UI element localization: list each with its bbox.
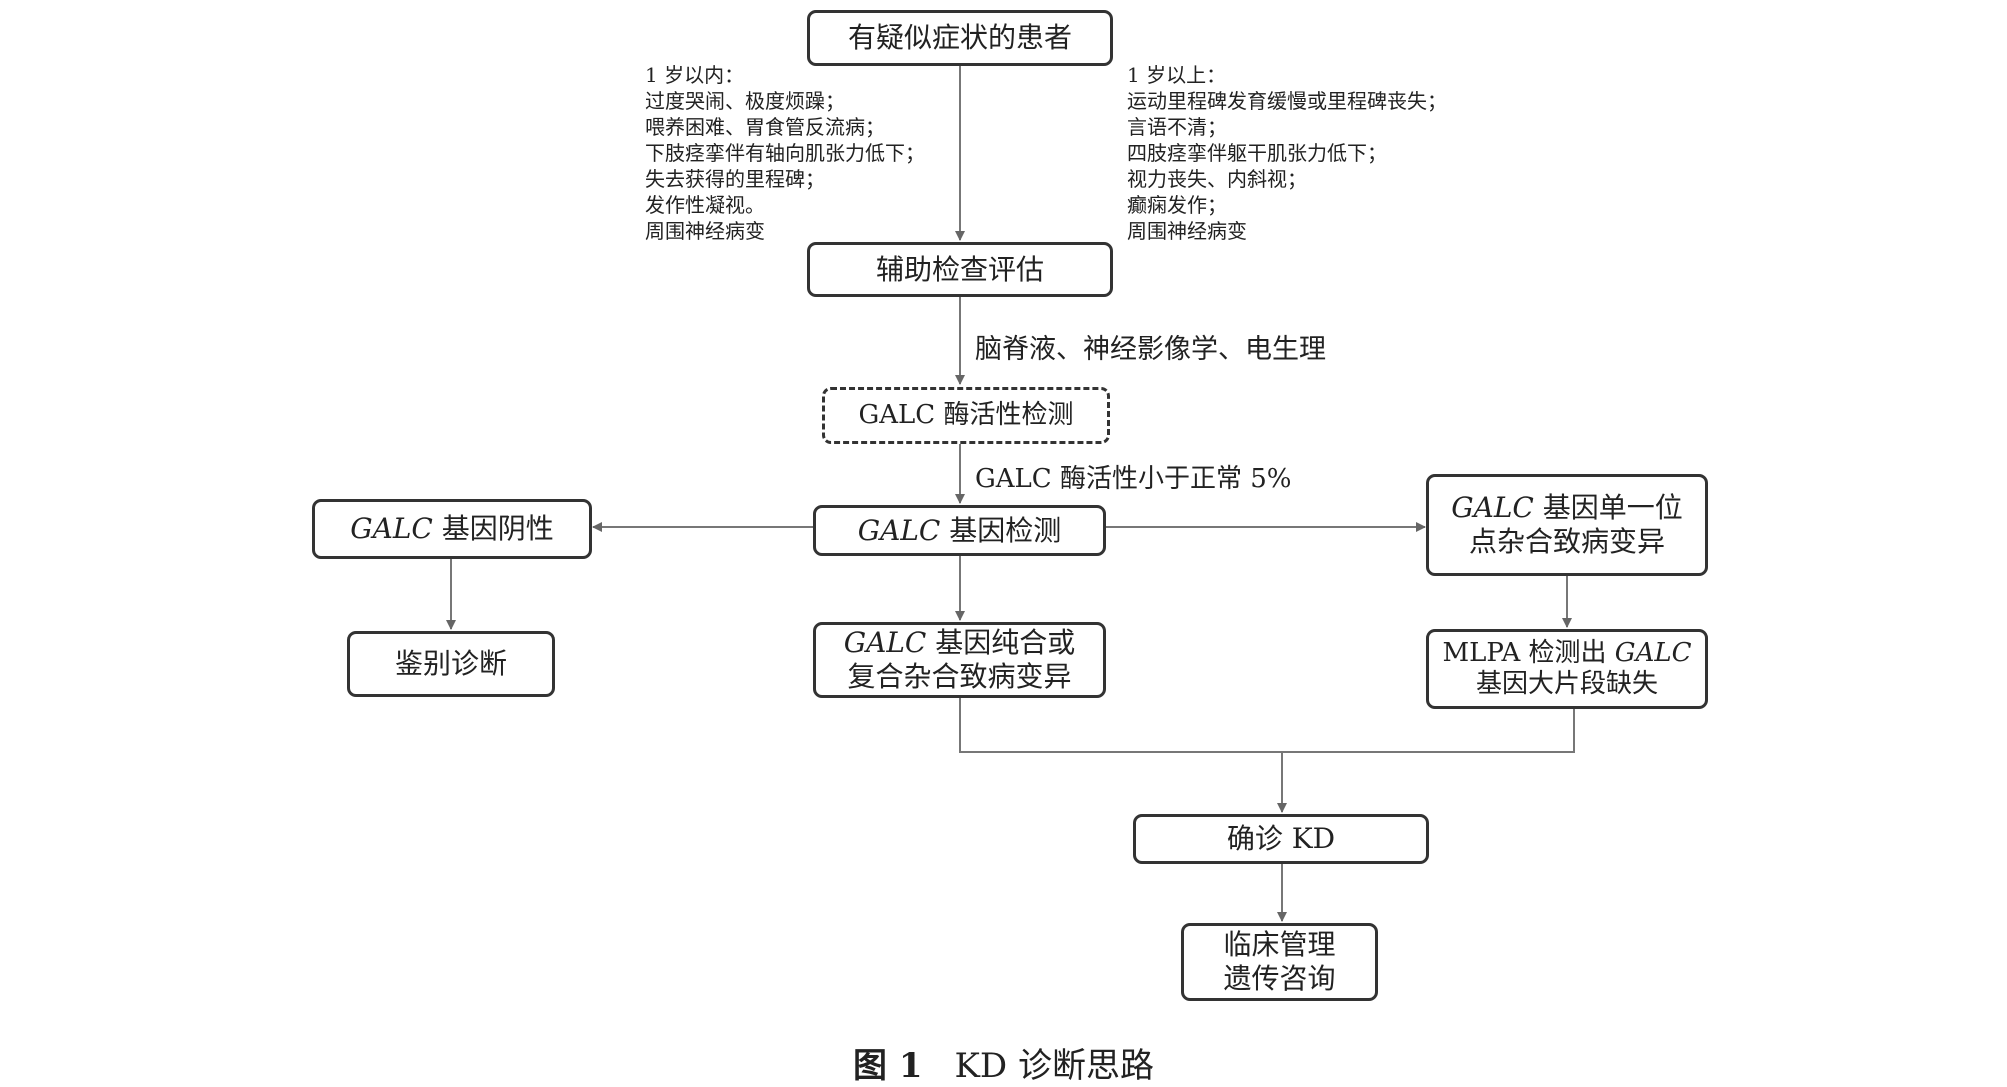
node-galc-gene-negative: GALC 基因阴性 xyxy=(312,499,592,559)
node-text: 辅助检查评估 xyxy=(875,252,1044,286)
merge-line xyxy=(959,698,1575,753)
node-line-1: GALC 基因单一位 xyxy=(1451,491,1683,525)
notes-under-1-year: 1 岁以内： 过度哭闹、极度烦躁； 喂养困难、胃食管反流病； 下肢痉挛伴有轴向肌… xyxy=(645,62,925,244)
node-text-pre: MLPA 检测出 xyxy=(1442,637,1615,668)
note-line: 运动里程碑发育缓慢或里程碑丧失； xyxy=(1127,89,1447,113)
node-line-2: 基因大片段缺失 xyxy=(1475,669,1658,699)
gene-name: GALC xyxy=(350,512,433,546)
note-line: 视力丧失、内斜视； xyxy=(1127,167,1307,191)
node-line-1: MLPA 检测出 GALC xyxy=(1442,638,1691,669)
node-auxiliary-exam: 辅助检查评估 xyxy=(807,242,1113,297)
node-text: 确诊 KD xyxy=(1226,822,1336,856)
note-line: 周围神经病变 xyxy=(1127,219,1247,243)
node-mlpa-large-deletion: MLPA 检测出 GALC 基因大片段缺失 xyxy=(1426,629,1708,709)
note-line: 失去获得的里程碑； xyxy=(645,167,825,191)
note-line: 喂养困难、胃食管反流病； xyxy=(645,115,885,139)
gene-name: GALC xyxy=(1614,637,1692,668)
node-line-2: 点杂合致病变异 xyxy=(1468,525,1665,558)
node-clinical-management: 临床管理 遗传咨询 xyxy=(1181,923,1378,1001)
node-text: GALC 酶活性检测 xyxy=(858,399,1074,430)
notes-over-1-year: 1 岁以上： 运动里程碑发育缓慢或里程碑丧失； 言语不清； 四肢痉挛伴躯干肌张力… xyxy=(1127,62,1447,244)
gene-name: GALC xyxy=(1451,491,1534,525)
edge-label-aux-to-enzyme: 脑脊液、神经影像学、电生理 xyxy=(975,334,1326,365)
node-line-1: GALC 基因纯合或 xyxy=(844,626,1076,660)
node-line-2: 遗传咨询 xyxy=(1223,962,1336,995)
node-line-1: 临床管理 xyxy=(1223,928,1336,962)
edge-label-enzyme-to-gene: GALC 酶活性小于正常 5% xyxy=(975,464,1292,494)
node-text: GALC 基因检测 xyxy=(858,514,1062,548)
node-text: 鉴别诊断 xyxy=(394,647,507,681)
node-confirm-kd: 确诊 KD xyxy=(1133,814,1429,864)
node-text: 有疑似症状的患者 xyxy=(847,21,1072,55)
gene-name: GALC xyxy=(857,513,941,547)
gene-name: GALC xyxy=(843,626,927,660)
note-line: 1 岁以上： xyxy=(1127,63,1227,87)
node-line-2: 复合杂合致病变异 xyxy=(847,660,1072,693)
node-text: GALC 基因阴性 xyxy=(350,512,554,546)
node-text-rest: 基因检测 xyxy=(940,513,1062,547)
node-suspected-patients: 有疑似症状的患者 xyxy=(807,10,1113,66)
node-galc-enzyme-test: GALC 酶活性检测 xyxy=(822,387,1110,444)
note-line: 言语不清； xyxy=(1127,115,1227,139)
note-line: 癫痫发作； xyxy=(1127,193,1227,217)
node-homozygous-variant: GALC 基因纯合或 复合杂合致病变异 xyxy=(813,622,1106,698)
figure-title: KD 诊断思路 xyxy=(954,1046,1154,1086)
note-line: 1 岁以内： xyxy=(645,63,745,87)
note-line: 四肢痉挛伴躯干肌张力低下； xyxy=(1127,141,1387,165)
note-line: 过度哭闹、极度烦躁； xyxy=(645,89,845,113)
figure-number: 图 1 xyxy=(853,1046,923,1086)
note-line: 下肢痉挛伴有轴向肌张力低下； xyxy=(645,141,925,165)
node-text-rest: 基因阴性 xyxy=(432,512,554,546)
node-galc-gene-test: GALC 基因检测 xyxy=(813,505,1106,556)
note-line: 周围神经病变 xyxy=(645,219,765,243)
node-text-rest: 基因单一位 xyxy=(1533,491,1683,525)
node-single-heterozygous-variant: GALC 基因单一位 点杂合致病变异 xyxy=(1426,474,1708,576)
node-differential-diagnosis: 鉴别诊断 xyxy=(347,631,555,697)
figure-caption: 图 1 KD 诊断思路 xyxy=(0,1038,2007,1087)
note-line: 发作性凝视。 xyxy=(645,193,765,217)
node-text-rest: 基因纯合或 xyxy=(926,626,1076,660)
